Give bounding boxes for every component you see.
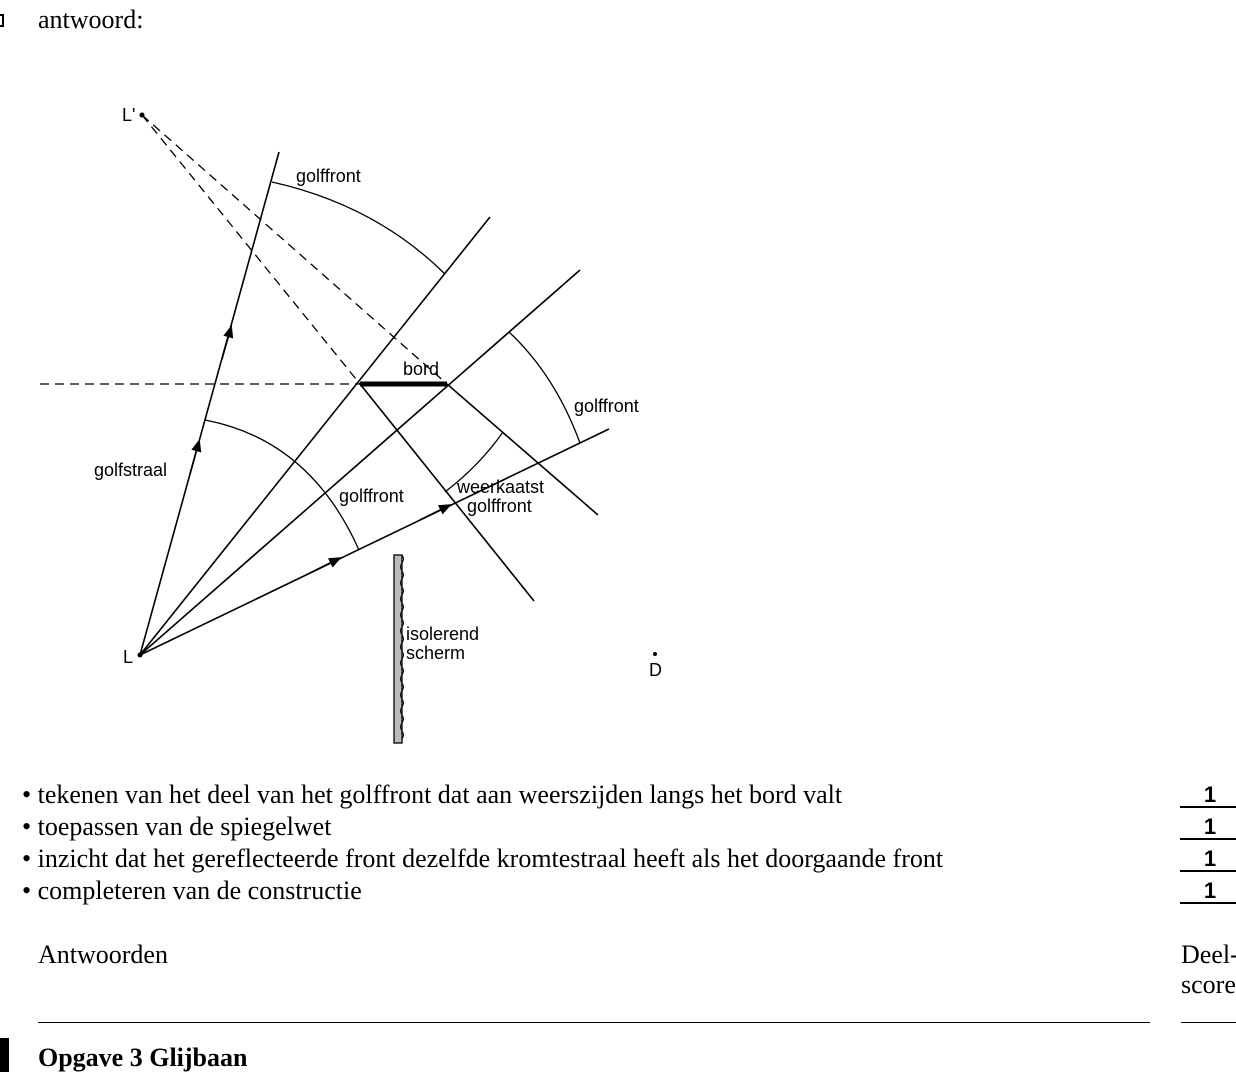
label-L-image: L'	[122, 105, 135, 125]
ray-bord-left-edge	[139, 216, 491, 656]
footer-rule-left	[38, 1022, 1150, 1023]
criterion-4: • completeren van de constructie	[22, 876, 362, 905]
scherm-wave-edge	[400, 554, 404, 740]
label-golfstraal: golfstraal	[94, 460, 167, 480]
arrow-golfstraal-upper	[221, 324, 234, 360]
point-L	[137, 652, 143, 658]
dashed-ray-to-bord-right	[141, 114, 448, 385]
label-golffront-top: golffront	[296, 166, 361, 186]
section-title: Opgave 3 Glijbaan	[38, 1043, 248, 1072]
label-bord: bord	[403, 359, 439, 379]
reflected-ray-left	[359, 383, 535, 602]
criterion-2: • toepassen van de spiegelwet	[22, 812, 332, 841]
score-2: 1	[1180, 816, 1236, 840]
section-marker	[0, 1038, 9, 1072]
label-L: L	[123, 647, 133, 667]
label-weerkaatst-golffront: golffront	[467, 496, 532, 516]
point-D	[653, 652, 657, 656]
wavefront-reflected	[444, 431, 504, 493]
arrow-golfstraal-lower	[189, 438, 202, 475]
dashed-ray-to-bord-left	[141, 114, 361, 385]
ray-bord-right-edge	[139, 269, 581, 656]
footer-deelscores: Deel- scores	[1181, 940, 1236, 999]
score-1: 1	[1180, 784, 1236, 808]
criterion-1: • tekenen van het deel van het golffront…	[22, 780, 843, 809]
arrow-lower-ray-2	[419, 504, 452, 521]
wavefront-middle	[204, 419, 360, 551]
footer-rule-right	[1181, 1022, 1236, 1023]
score-4: 1	[1180, 880, 1236, 904]
isolerend-scherm	[393, 554, 403, 744]
label-weerkaatst: weerkaatst	[456, 477, 544, 497]
label-D: D	[649, 660, 662, 680]
footer-antwoorden: Antwoorden	[38, 940, 168, 969]
criterion-3: • inzicht dat het gereflecteerde front d…	[22, 844, 944, 873]
point-L-image	[139, 112, 145, 118]
wavefront-top	[271, 181, 446, 275]
wave-diagram: L' L D golffront golffront golffront bor…	[40, 105, 662, 744]
label-golffront-middle: golffront	[339, 486, 404, 506]
ray-golfstraal	[139, 151, 280, 656]
label-isolerend: isolerend	[406, 624, 479, 644]
score-3: 1	[1180, 848, 1236, 872]
answer-label: antwoord:	[38, 5, 144, 34]
reflected-ray-right	[446, 383, 599, 516]
ray-lower	[139, 428, 610, 656]
label-golffront-right: golffront	[574, 396, 639, 416]
wavefront-right	[508, 331, 581, 444]
arrow-lower-ray-1	[309, 557, 342, 574]
answer-checkbox	[0, 14, 4, 27]
label-scherm: scherm	[406, 643, 465, 663]
